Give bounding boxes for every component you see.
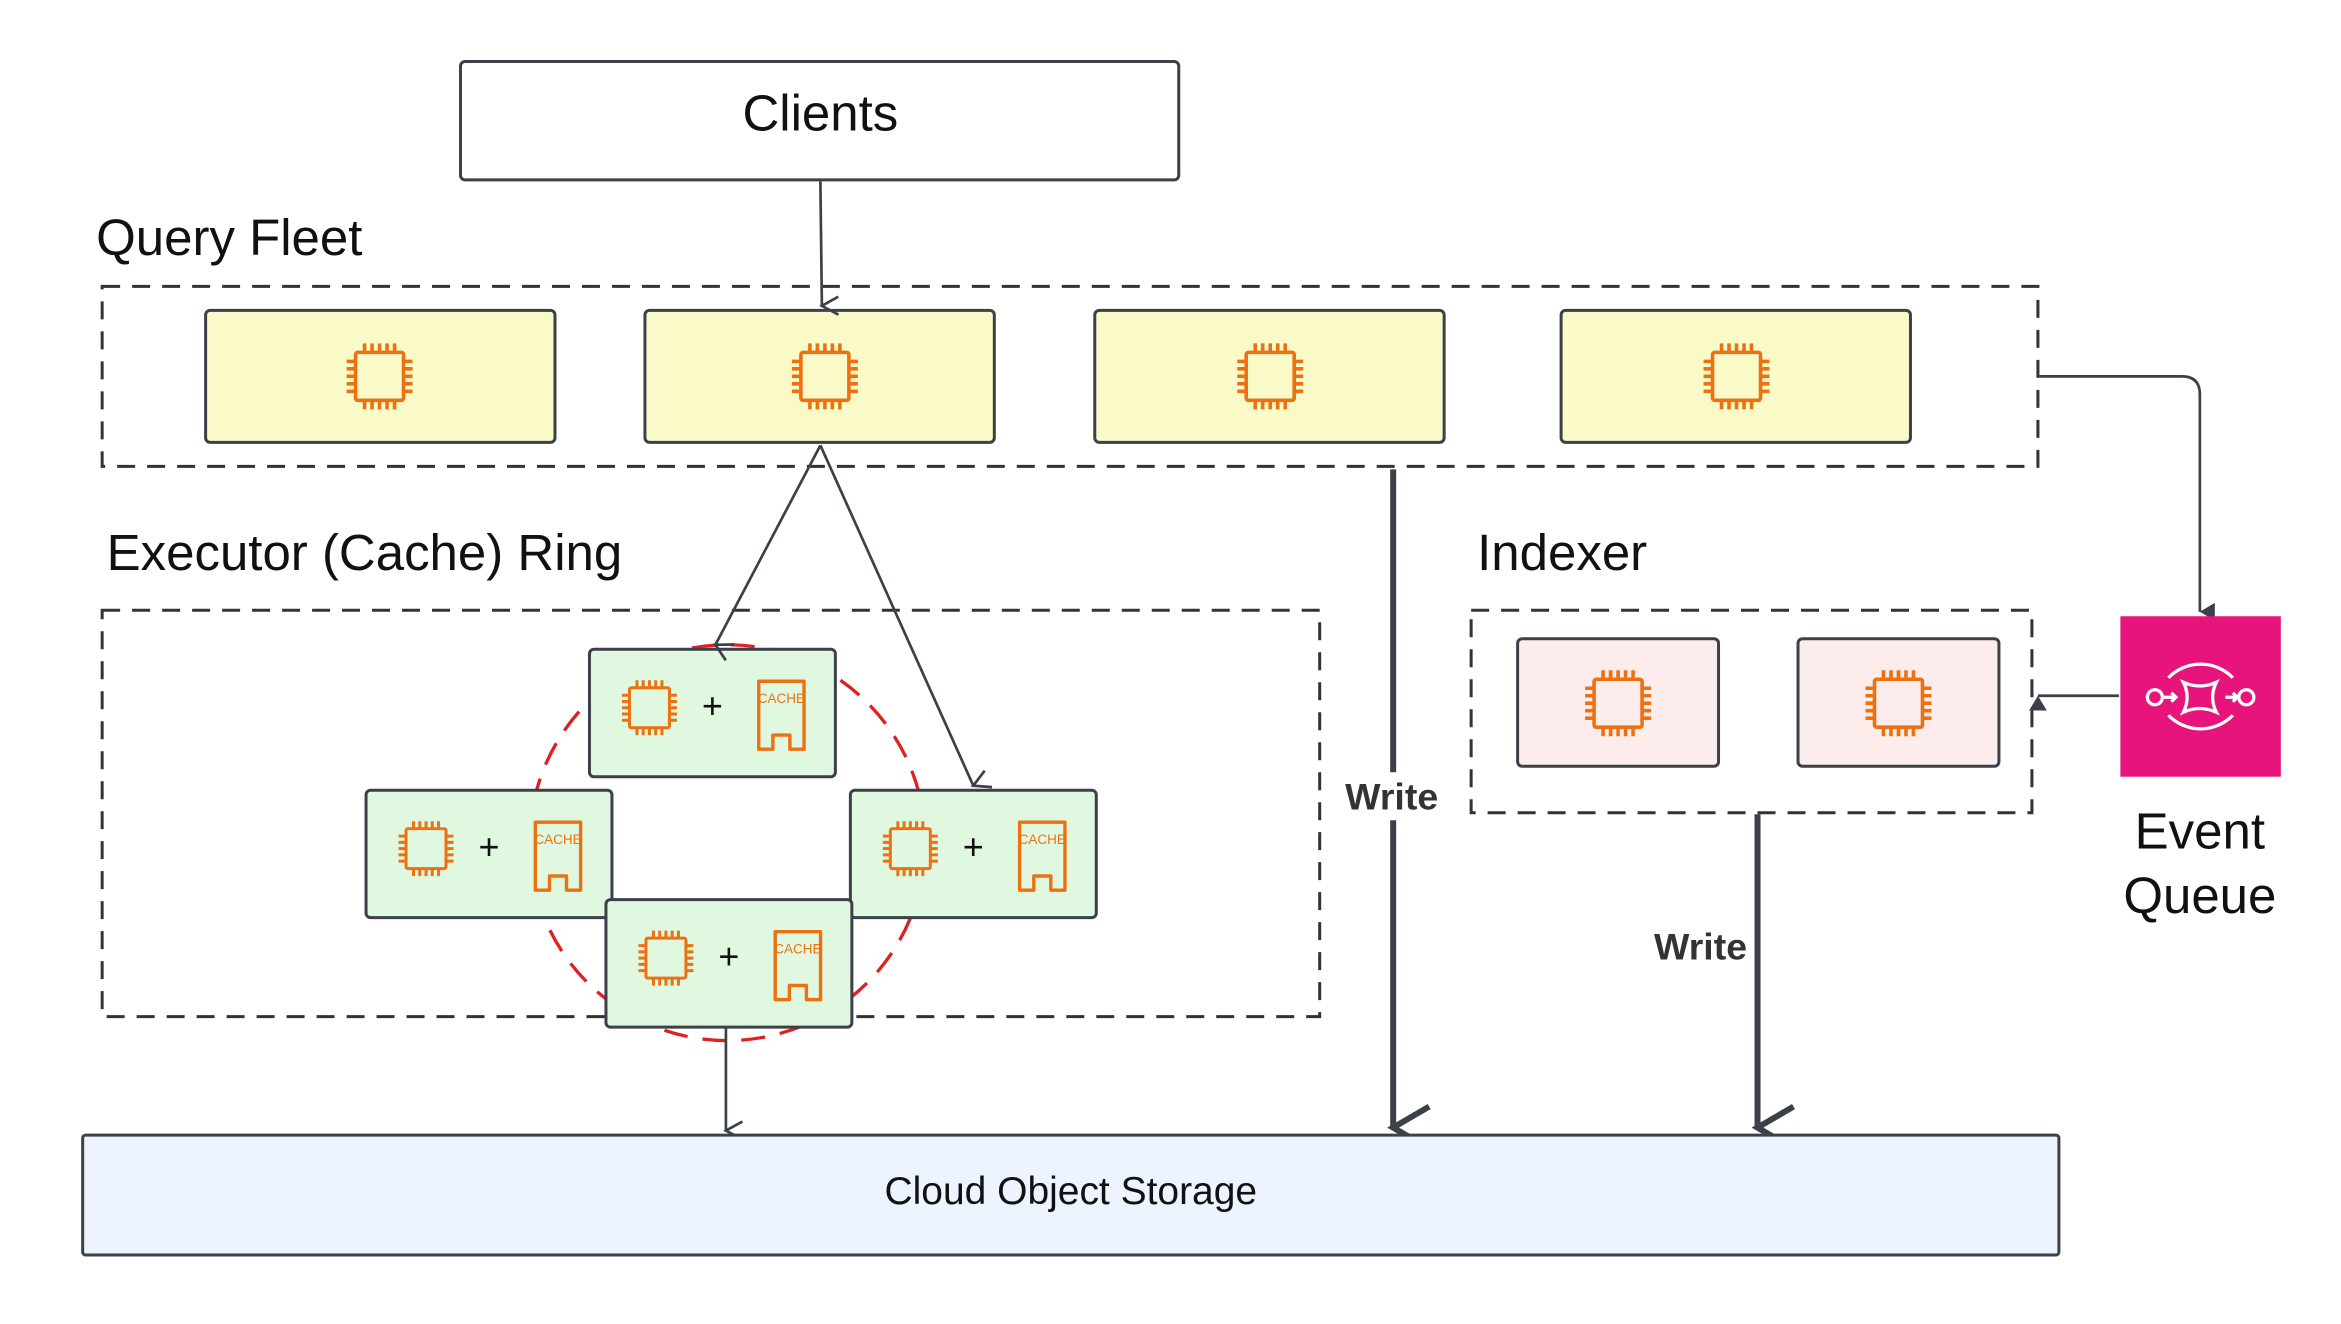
indexer-group — [1469, 608, 2034, 815]
write-label: Write — [1345, 776, 1438, 818]
write-label: Write — [1654, 926, 1747, 968]
query-fleet-group — [100, 284, 2040, 468]
executor-node: + CACHE — [364, 788, 614, 920]
plus-sign: + — [478, 826, 499, 867]
query-node — [1559, 308, 1912, 444]
executor-ring-label: Executor (Cache) Ring — [107, 524, 623, 581]
executor-node: + CACHE — [604, 898, 854, 1029]
executor-node: + CACHE — [848, 788, 1098, 920]
event-queue-label-line1: Event — [2135, 803, 2265, 860]
clients-to-fleet-arrow — [819, 181, 840, 316]
fleet-to-queue-arrow — [2039, 375, 2215, 621]
plus-sign: + — [702, 685, 723, 726]
executor-node: + CACHE — [587, 647, 837, 779]
cloud-object-storage: Cloud Object Storage — [81, 1133, 2061, 1257]
query-fleet-label: Query Fleet — [96, 209, 362, 266]
cache-label: CACHE — [774, 942, 821, 957]
event-queue-label-line2: Queue — [2123, 867, 2276, 924]
event-queue: Event Queue — [2120, 616, 2281, 924]
query-node — [643, 308, 996, 444]
plus-sign: + — [718, 936, 739, 977]
queue-icon — [2145, 662, 2256, 731]
cache-label: CACHE — [758, 691, 805, 706]
fleet-to-executor-arrow — [819, 444, 993, 789]
plus-sign: + — [963, 826, 984, 867]
clients-label: Clients — [742, 84, 898, 141]
clients-box: Clients — [459, 59, 1181, 182]
fleet-to-executor-arrow — [712, 444, 822, 662]
cache-label: CACHE — [1019, 832, 1066, 847]
indexer-label: Indexer — [1477, 524, 1647, 581]
indexer-node — [1516, 637, 1721, 768]
cache-label: CACHE — [534, 832, 581, 847]
indexer-node — [1796, 637, 2001, 768]
query-fleet-nodes — [204, 308, 1912, 444]
storage-label: Cloud Object Storage — [884, 1170, 1257, 1213]
query-node — [1093, 308, 1446, 444]
query-node — [204, 308, 557, 444]
